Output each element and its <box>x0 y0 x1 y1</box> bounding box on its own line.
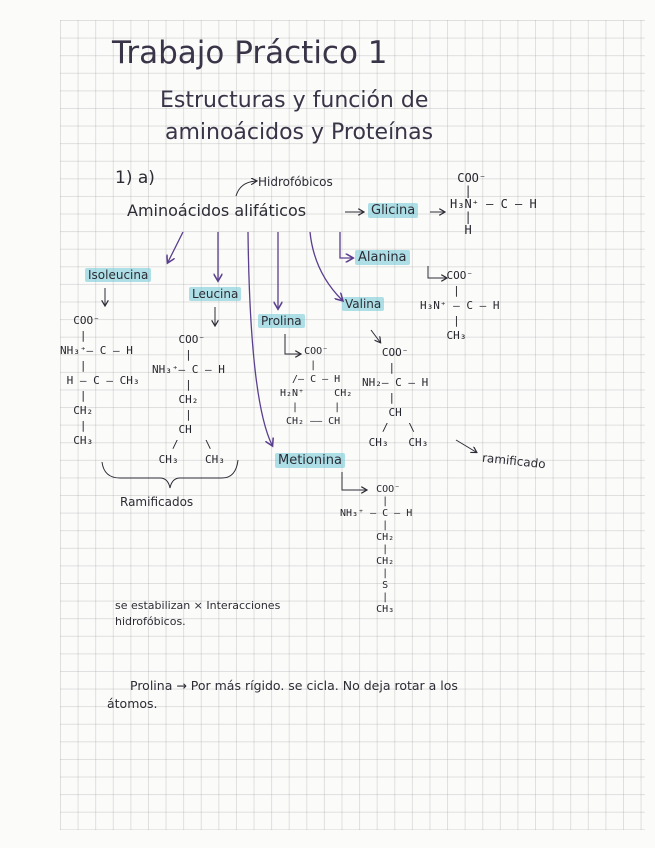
note-ramificados: Ramificados <box>120 495 194 509</box>
structure-alanina: COO⁻ | H₃N⁺ — C — H | CH₃ <box>420 269 500 342</box>
structure-isoleucina: COO⁻ | NH₃⁺— C — H | H — C — CH₃ | CH₂ |… <box>60 314 140 447</box>
note-stabilize-2: hidrofóbicos. <box>115 615 186 628</box>
section-label: 1) a) <box>115 168 155 188</box>
structure-leucina: COO⁻ | NH₃⁺— C — H | CH₂ | CH / \ CH₃ CH… <box>152 333 225 466</box>
note-prolina-2: átomos. <box>107 696 158 711</box>
label-leucina: Leucina <box>189 287 242 301</box>
hydrophobic-note: Hidrofóbicos <box>258 175 333 189</box>
structure-metionina: COO⁻ | NH₃⁺ — C — H | CH₂ | CH₂ | S | CH… <box>340 484 413 615</box>
label-alanina: Alanina <box>355 250 410 265</box>
label-glicina: Glicina <box>368 203 419 218</box>
note-prolina-1: Prolina → Por más rígido. se cicla. No d… <box>130 678 458 693</box>
main-topic: Aminoácidos alifáticos <box>127 201 307 220</box>
subtitle-line-2: aminoácidos y Proteínas <box>165 120 434 145</box>
subtitle-line-1: Estructuras y función de <box>160 88 429 113</box>
structure-prolina: COO⁻ | /— C — H H₂N⁺ CH₂ | | CH₂ —— CH <box>280 346 353 427</box>
note-stabilize-1: se estabilizan × Interacciones <box>115 599 281 612</box>
structure-valina: COO⁻ | NH₂— C — H | CH / \ CH₃ CH₃ <box>362 346 429 449</box>
grid-paper <box>60 20 645 830</box>
label-prolina: Prolina <box>258 314 305 328</box>
label-valina: Valina <box>342 297 385 311</box>
label-metionina: Metionina <box>275 453 345 468</box>
page-title: Trabajo Práctico 1 <box>112 35 388 71</box>
structure-glicina: COO⁻ | H₃N⁺ — C — H | H <box>450 171 537 237</box>
label-isoleucina: Isoleucina <box>85 268 152 282</box>
